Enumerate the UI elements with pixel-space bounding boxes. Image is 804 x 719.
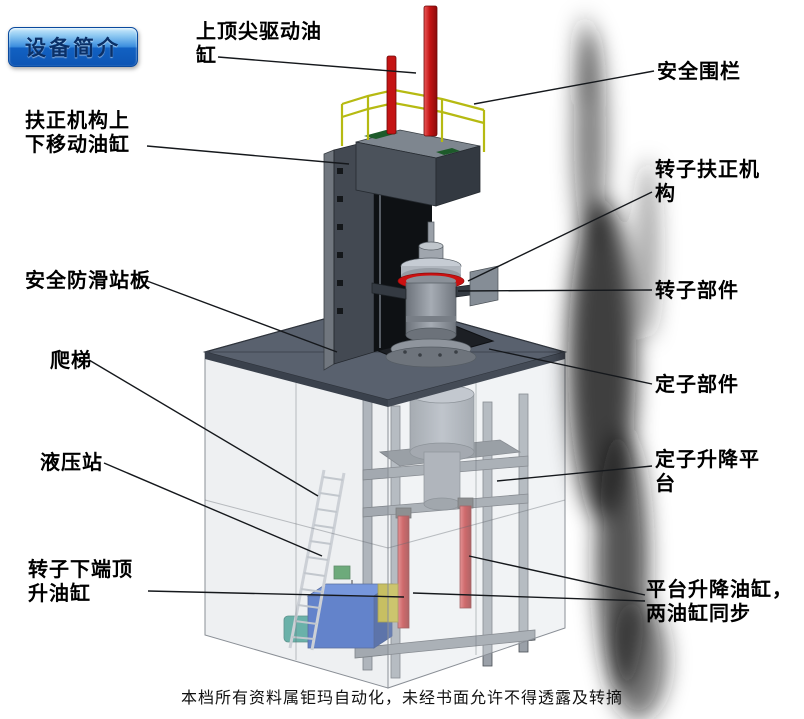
label-antislip-platform: 安全防滑站板 [25,270,151,292]
leader-stator-component [488,348,653,385]
title-badge-label: 设备简介 [25,37,121,60]
leader-hydraulic-station [103,462,323,557]
leader-ladder [88,359,319,497]
label-rotor-component: 转子部件 [655,280,739,302]
leader-platform-cylinder-right [468,555,646,596]
leader-centering-lift-cylinder [146,145,350,165]
label-stator-component: 定子部件 [655,374,739,396]
label-stator-lift-platform: 定子升降平 台 [655,449,760,495]
leader-stator-lift-platform [496,465,653,482]
leader-rotor-jack-cylinder [147,590,405,598]
head-assembly [355,129,481,207]
footer-text: 本档所有资料属钜玛自动化，未经书面允许不得透露及转摘 [180,690,623,707]
leader-antislip-platform [146,280,338,353]
shadow-smoke [568,15,668,719]
leader-top-drive-cylinder [217,56,417,74]
stator-cylinder [409,384,475,511]
label-centering-lift-cylinder: 扶正机构上 下移动油缸 [25,110,130,156]
label-rotor-jack-cylinder: 转子下端顶 升油缸 [28,559,133,605]
label-platform-lift-cylinders: 平台升降油缸， 两油缸同步 [646,579,793,625]
leader-rotor-component [457,289,653,292]
ladder-illustration [288,469,346,651]
label-safety-fence: 安全围栏 [657,61,741,83]
top-drive-red-cylinders [386,5,438,137]
leader-lines [88,56,655,602]
title-badge: 设备简介 [8,27,138,67]
leader-safety-fence [473,70,655,105]
label-ladder: 爬梯 [50,350,92,372]
label-top-drive-cylinder: 上顶尖驱动油 缸 [196,21,322,67]
leader-platform-cylinder-left [412,592,646,602]
label-hydraulic-station: 液压站 [40,452,103,474]
label-rotor-centering: 转子扶正机 构 [655,159,760,205]
leader-rotor-centering [467,191,653,282]
